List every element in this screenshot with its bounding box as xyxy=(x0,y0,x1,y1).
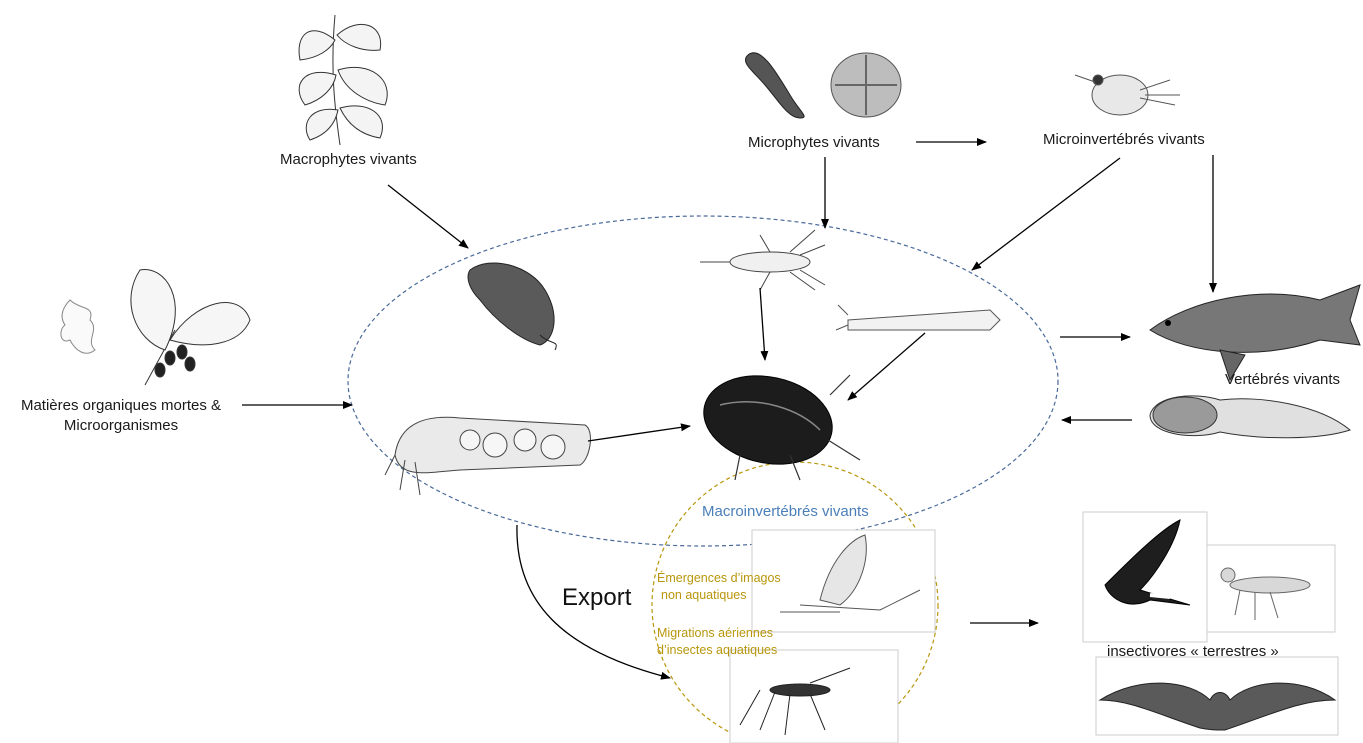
arrow-microinvertebrates-to-macroinvertebrates xyxy=(972,158,1120,270)
stonefly-larva-icon xyxy=(700,230,825,290)
catkin-flower-icon xyxy=(61,300,95,353)
emergences-label-line2: non aquatiques xyxy=(661,587,747,603)
caddis-larva-icon xyxy=(385,417,590,495)
pike-icon xyxy=(1150,285,1360,380)
macrophytes-label: Macrophytes vivants xyxy=(280,150,417,170)
macrophyte-plant-icon xyxy=(299,15,387,145)
migrations-label-line2: d’insectes aquatiques xyxy=(657,642,777,658)
macroinvertebrates-ellipse xyxy=(348,216,1058,546)
macroinvertebres-label: Macroinvertébrés vivants xyxy=(702,502,869,522)
arrow-macrophytes-to-macroinvertebrates xyxy=(388,185,468,248)
mosquito-larva-icon xyxy=(836,305,1000,330)
diatom-icon xyxy=(745,53,804,118)
diving-beetle-icon xyxy=(695,364,860,480)
mosquito-image-frame xyxy=(730,650,898,743)
export-label: Export xyxy=(562,588,631,608)
daphnia-icon xyxy=(1075,75,1180,115)
vertebres-label: Vertébrés vivants xyxy=(1225,370,1340,390)
migrations-label-line1: Migrations aériennes xyxy=(657,625,773,641)
desmid-icon xyxy=(831,53,901,117)
alder-branch-icon xyxy=(131,270,250,385)
arrow-caddis-to-beetle xyxy=(588,426,690,441)
arrow-stonefly-to-beetle xyxy=(760,288,765,360)
matieres-label-line2: Microorganismes xyxy=(5,416,237,436)
emergences-label-line1: Émergences d’imagos xyxy=(657,570,781,586)
snail-icon xyxy=(468,263,556,350)
insectivores-label: insectivores « terrestres » xyxy=(1107,642,1279,662)
microinvertebres-label: Microinvertébrés vivants xyxy=(1043,130,1205,150)
arrow-larva-to-beetle xyxy=(848,333,925,400)
matieres-label-line1: Matières organiques mortes & xyxy=(5,396,237,416)
microphytes-label: Microphytes vivants xyxy=(748,133,880,153)
tadpole-icon xyxy=(1150,396,1350,438)
